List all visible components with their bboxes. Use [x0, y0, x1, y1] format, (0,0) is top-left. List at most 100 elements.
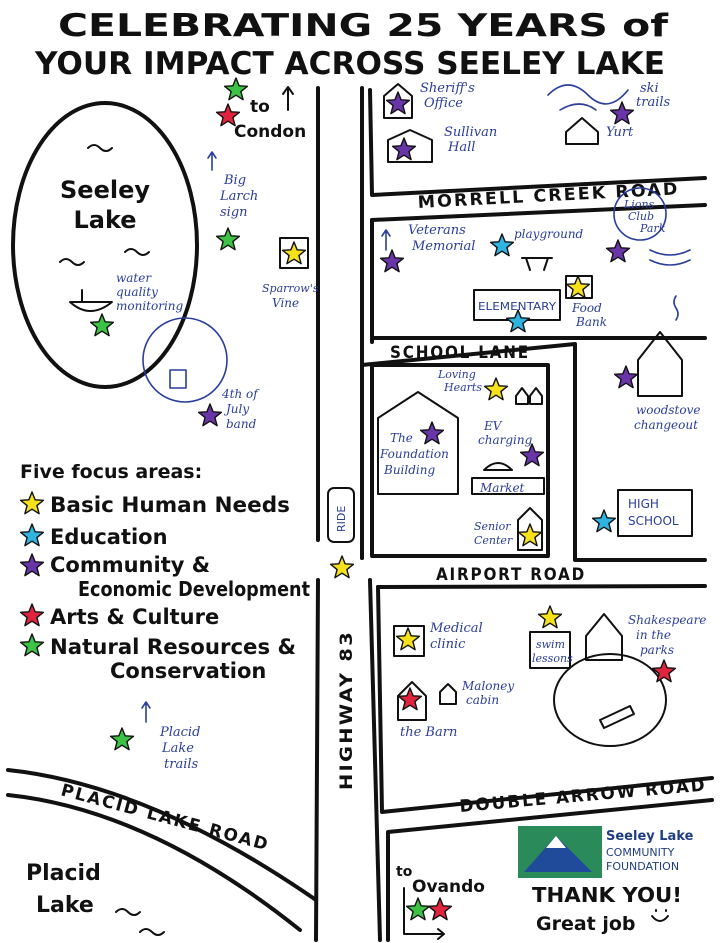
playground-icon: [521, 257, 553, 271]
star-icon: [19, 553, 45, 577]
swim-label-1: swim: [536, 638, 565, 651]
water-quality-label-3: monitoring: [116, 299, 184, 313]
morrell-top-edge: [368, 88, 707, 197]
legend-item-2-label: Education: [50, 525, 168, 549]
medical-clinic-box: [393, 625, 425, 657]
lions-label-3: Park: [639, 222, 666, 235]
to-ovando-label: Ovando: [412, 877, 485, 897]
star-icon: [519, 443, 545, 467]
star-icon: [395, 627, 421, 651]
star-icon: [565, 275, 591, 299]
flag-icon: [381, 229, 391, 251]
sullivan-label-1: Sullivan: [444, 125, 497, 140]
sheriff-label-1: Sheriff's: [420, 81, 475, 96]
school-lane-block: [370, 363, 550, 558]
star-icon: [223, 77, 249, 101]
foundation-label-3: Building: [383, 463, 435, 477]
placid-lake-label-2: Lake: [36, 893, 94, 918]
swim-lessons-box: [529, 631, 571, 669]
sparrows-label-2: Vine: [272, 296, 299, 310]
medical-label-2: clinic: [430, 637, 466, 652]
loving-hearts-houses: [515, 387, 543, 405]
high-school-building: [617, 489, 693, 537]
legend-item-5-label: Natural Resources &: [50, 635, 296, 659]
boat-icon: [69, 289, 113, 312]
tree-icon: [207, 151, 217, 171]
smiley-icon: [651, 909, 669, 922]
to-condon-to: to: [250, 97, 270, 117]
north-arrow-icon: [282, 86, 294, 111]
senior-center-building: [517, 507, 543, 551]
star-icon: [215, 227, 241, 251]
star-icon: [109, 727, 135, 751]
ovando-arrow-icon: [403, 887, 445, 940]
legend-item-1-label: Basic Human Needs: [50, 493, 290, 517]
legend-item-3-label: Community &: [50, 553, 210, 577]
july-label-1: 4th of: [221, 387, 260, 401]
loving-label-2: Hearts: [443, 381, 482, 394]
star-icon: [505, 309, 531, 333]
smoke-icon: [673, 295, 679, 321]
sparrows-label-1: Sparrow's: [262, 282, 319, 295]
lions-park-waves: [649, 249, 691, 266]
star-icon: [385, 91, 411, 115]
playground-label: playground: [514, 227, 584, 241]
star-icon: [483, 377, 509, 401]
foundation-label-2: Foundation: [379, 447, 449, 461]
placid-lake-label-1: Placid: [26, 861, 101, 886]
sullivan-hall-building: [387, 129, 433, 163]
highway-left-edge: [314, 86, 320, 942]
star-icon: [19, 523, 45, 547]
big-larch-label-1: Big: [223, 173, 246, 188]
logo-line-1: Seeley Lake: [606, 829, 694, 844]
maloney-label-1: Maloney: [461, 679, 514, 693]
double-arrow-top: [376, 585, 714, 814]
to-ovando-to: to: [396, 864, 413, 880]
star-icon: [537, 605, 563, 629]
lions-label-2: Club: [628, 210, 654, 223]
star-icon: [419, 421, 445, 445]
star-icon: [197, 403, 223, 427]
placid-trails-label-1: Placid: [159, 725, 200, 740]
shakespeare-stage: [585, 613, 623, 661]
veterans-label-2: Memorial: [411, 239, 475, 254]
road-lines: [6, 86, 714, 942]
impact-stars: [19, 77, 677, 921]
logo-line-3: FOUNDATION: [606, 860, 679, 873]
airport-road-label: AIRPORT ROAD: [436, 565, 586, 585]
sparrows-vine-box: [279, 237, 309, 269]
thank-you-text: THANK YOU!: [532, 883, 682, 907]
star-icon: [89, 313, 115, 337]
highway-right-edge-lower: [368, 578, 382, 942]
seeley-lake-label-1: Seeley: [60, 176, 150, 204]
star-icon: [405, 897, 431, 921]
lions-label-1: Lions: [623, 198, 655, 211]
legend-item-3b-label: Economic Development: [78, 577, 310, 601]
big-larch-label-2: Larch: [219, 189, 258, 204]
star-icon: [397, 687, 423, 711]
star-icon: [329, 555, 355, 579]
legend: Five focus areas: Basic Human Needs Educ…: [20, 461, 310, 683]
yurt-building: [565, 117, 599, 145]
market-box: [471, 477, 545, 495]
shakespeare-label-2: in the: [636, 628, 671, 642]
maloney-label-2: cabin: [466, 693, 499, 707]
foundation-label-1: The: [390, 431, 413, 445]
legend-heading: Five focus areas:: [20, 461, 202, 483]
school-lane-label: SCHOOL LANE: [390, 343, 530, 363]
july-label-3: band: [226, 417, 257, 431]
legend-item-5b-label: Conservation: [110, 659, 266, 683]
morrell-bottom-edge: [370, 203, 707, 222]
placid-road-top: [6, 768, 318, 902]
ev-label-1: EV: [483, 419, 503, 433]
ev-car-icon: [483, 462, 513, 471]
star-icon: [19, 491, 45, 515]
star-icon: [19, 633, 45, 657]
star-icon: [215, 103, 241, 127]
shakespeare-label-3: parks: [640, 643, 674, 657]
lake-wave-icons: [59, 144, 150, 266]
ski-label-1: ski: [640, 81, 659, 96]
ev-label-2: charging: [478, 433, 533, 447]
sullivan-label-2: Hall: [447, 140, 475, 155]
